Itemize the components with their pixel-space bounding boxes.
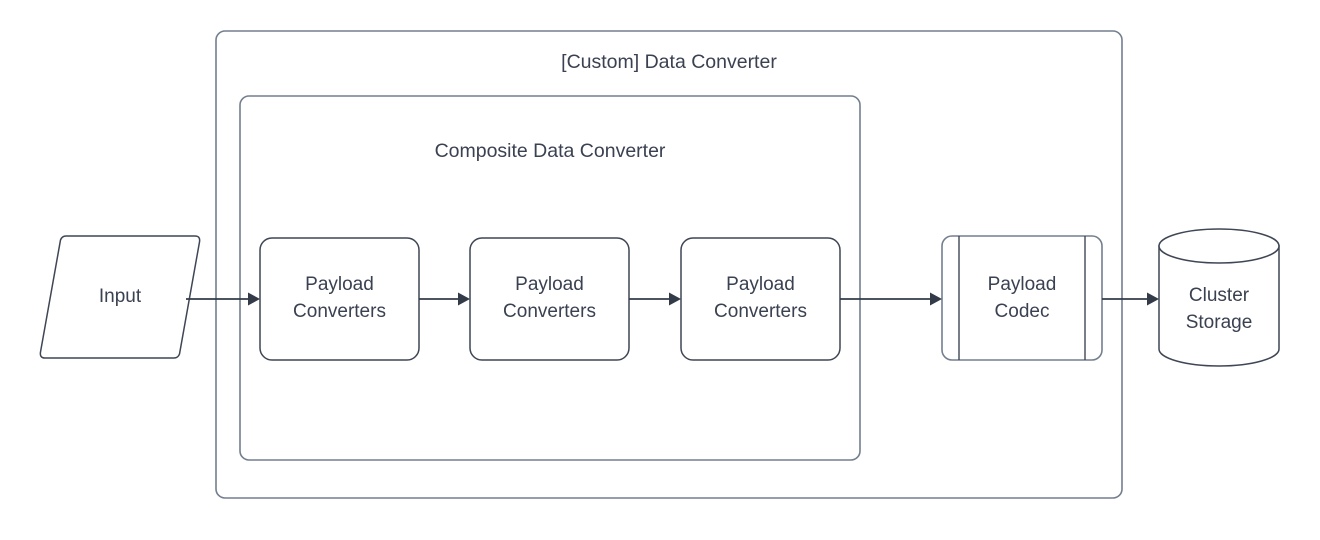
edge-payload-converters-1-to-2[interactable] [419, 292, 470, 306]
node-payload-converters-1-label-line-1: Payload [305, 274, 374, 295]
edge-payload-codec-to-cluster-storage[interactable] [1102, 292, 1159, 306]
node-payload-converters-2-shape[interactable] [469, 237, 630, 361]
node-payload-converters-3-shape[interactable] [680, 237, 841, 361]
arrow-head-icon [248, 292, 260, 306]
node-payload-converters-1[interactable]: Payload Converters [259, 237, 420, 361]
node-cluster-storage-top-ellipse [1158, 228, 1280, 264]
node-payload-codec-label-line-1: Payload [988, 274, 1057, 295]
node-payload-converters-3-label-line-2: Converters [714, 301, 807, 322]
node-input-label: Input [99, 286, 142, 307]
node-cluster-storage[interactable]: Cluster Storage [1158, 228, 1280, 367]
edge-payload-converters-3-to-payload-codec[interactable] [840, 292, 942, 306]
edge-input-to-payload-converters-1[interactable] [186, 292, 260, 306]
node-payload-converters-2-label-line-2: Converters [503, 301, 596, 322]
node-payload-converters-1-shape[interactable] [259, 237, 420, 361]
node-payload-converters-3[interactable]: Payload Converters [680, 237, 841, 361]
node-payload-codec-shape[interactable] [941, 235, 1103, 361]
arrow-head-icon [930, 292, 942, 306]
node-payload-converters-3-label-line-1: Payload [726, 274, 795, 295]
group-custom-data-converter-title: [Custom] Data Converter [561, 51, 777, 73]
node-input-shape[interactable] [39, 235, 201, 359]
node-cluster-storage-body[interactable] [1158, 245, 1280, 367]
node-payload-converters-2-label-line-1: Payload [515, 274, 584, 295]
node-payload-codec[interactable]: Payload Codec [941, 235, 1103, 361]
arrow-head-icon [669, 292, 681, 306]
node-cluster-storage-label-line-1: Cluster [1189, 285, 1250, 306]
arrow-head-icon [458, 292, 470, 306]
node-input[interactable]: Input [39, 235, 201, 359]
node-cluster-storage-label-line-2: Storage [1186, 312, 1253, 333]
node-payload-converters-1-label-line-2: Converters [293, 301, 386, 322]
node-payload-converters-2[interactable]: Payload Converters [469, 237, 630, 361]
node-payload-codec-label-line-2: Codec [995, 301, 1050, 322]
edge-payload-converters-2-to-3[interactable] [629, 292, 681, 306]
arrow-head-icon [1147, 292, 1159, 306]
group-composite-data-converter-title: Composite Data Converter [435, 140, 666, 162]
